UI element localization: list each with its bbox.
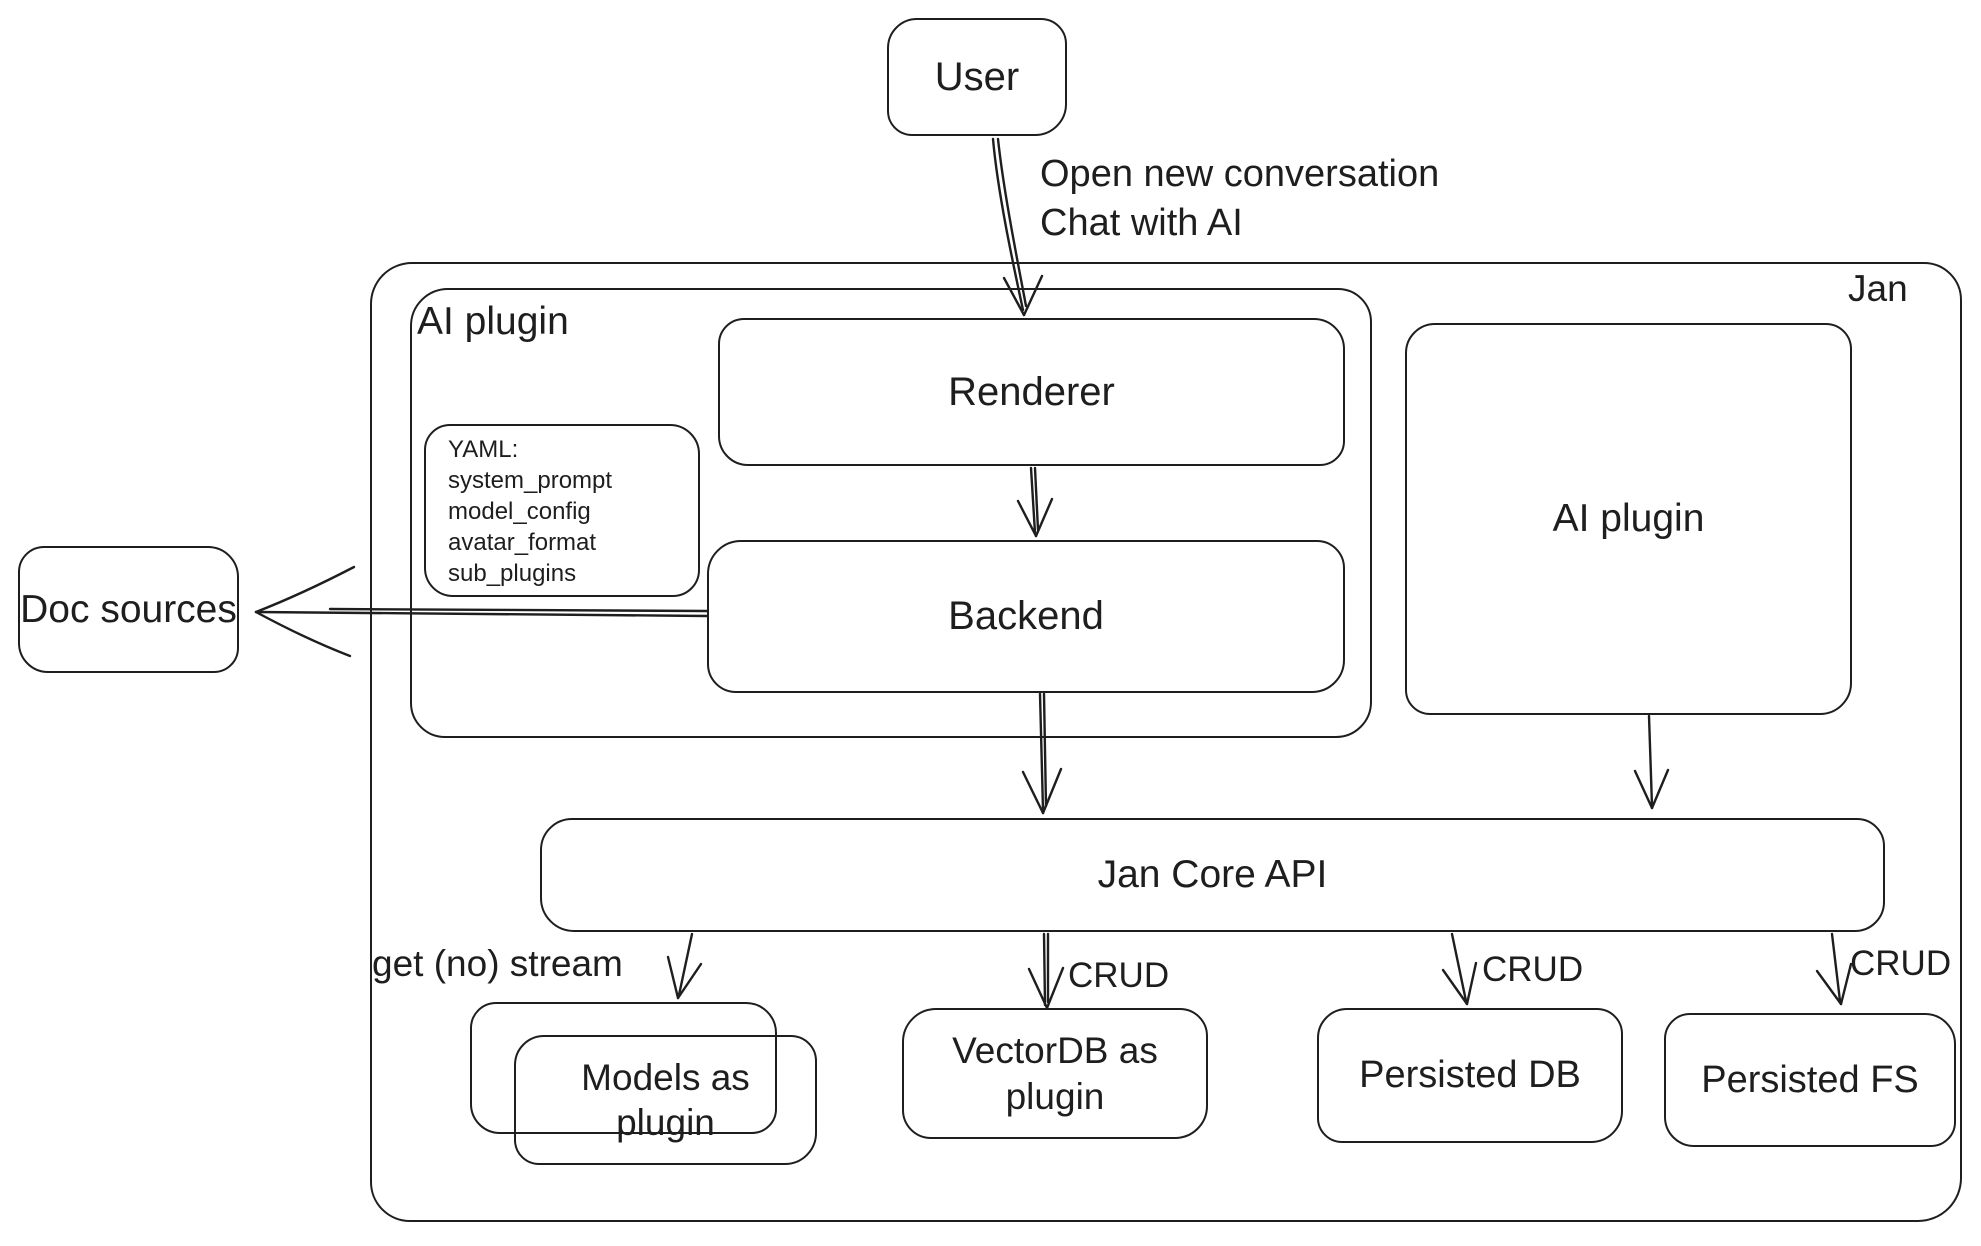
node-vectordb-as-plugin[interactable]: VectorDB as plugin [902,1008,1208,1139]
edge-label-get-no-stream: get (no) stream [372,943,623,984]
node-persisted-fs-label: Persisted FS [1701,1058,1919,1101]
node-persisted-db-label: Persisted DB [1359,1054,1581,1096]
yaml-line: YAML: [448,436,519,463]
node-renderer-label: Renderer [948,369,1115,414]
edge-label-crud-persisted-fs: CRUD [1850,944,1952,983]
node-models-as-plugin[interactable]: Models as plugin [514,1035,817,1165]
node-models-as-plugin-back[interactable] [470,1002,777,1134]
yaml-line: avatar_format [448,529,597,556]
node-ai-plugin-right[interactable]: AI plugin [1405,323,1852,715]
node-renderer[interactable]: Renderer [718,318,1345,466]
node-backend-label: Backend [948,594,1104,638]
edge-label-crud-persisted-db: CRUD [1482,950,1584,989]
node-models-as-plugin-label-line2: plugin [616,1102,715,1143]
node-ai-plugin-left-label: AI plugin [417,300,569,343]
node-yaml-note[interactable] [424,424,700,597]
node-models-as-plugin-label-line1: Models as [581,1057,750,1098]
edge-label-crud-vectordb: CRUD [1068,956,1170,995]
node-jan-core-api[interactable]: Jan Core API [540,818,1885,932]
node-vectordb-label-line2: plugin [1005,1075,1105,1117]
yaml-line: system_prompt [448,467,613,494]
node-doc-sources-label: Doc sources [20,587,237,631]
yaml-line: sub_plugins [448,560,577,587]
node-ai-plugin-left[interactable] [410,288,1372,738]
node-persisted-db[interactable]: Persisted DB [1317,1008,1623,1143]
edge-label-user-action-line1: Open new conversation [1040,153,1440,195]
node-ai-plugin-right-label: AI plugin [1552,497,1705,540]
node-jan-core-api-label: Jan Core API [1097,853,1328,896]
node-persisted-fs[interactable]: Persisted FS [1664,1013,1956,1147]
node-jan-label: Jan [1848,268,1908,309]
yaml-line: model_config [448,498,591,525]
node-user-label: User [934,54,1020,99]
node-vectordb-label-line1: VectorDB as [952,1029,1158,1071]
edge-label-user-action: Open new conversation Chat with AI [1040,150,1439,248]
node-doc-sources[interactable]: Doc sources [18,546,239,673]
node-yaml-note-text: YAML: system_prompt model_config avatar_… [448,434,612,589]
node-backend[interactable]: Backend [707,540,1345,693]
node-jan-container[interactable] [370,262,1962,1222]
edge-label-user-action-line2: Chat with AI [1040,202,1243,244]
node-user[interactable]: User [887,18,1067,136]
